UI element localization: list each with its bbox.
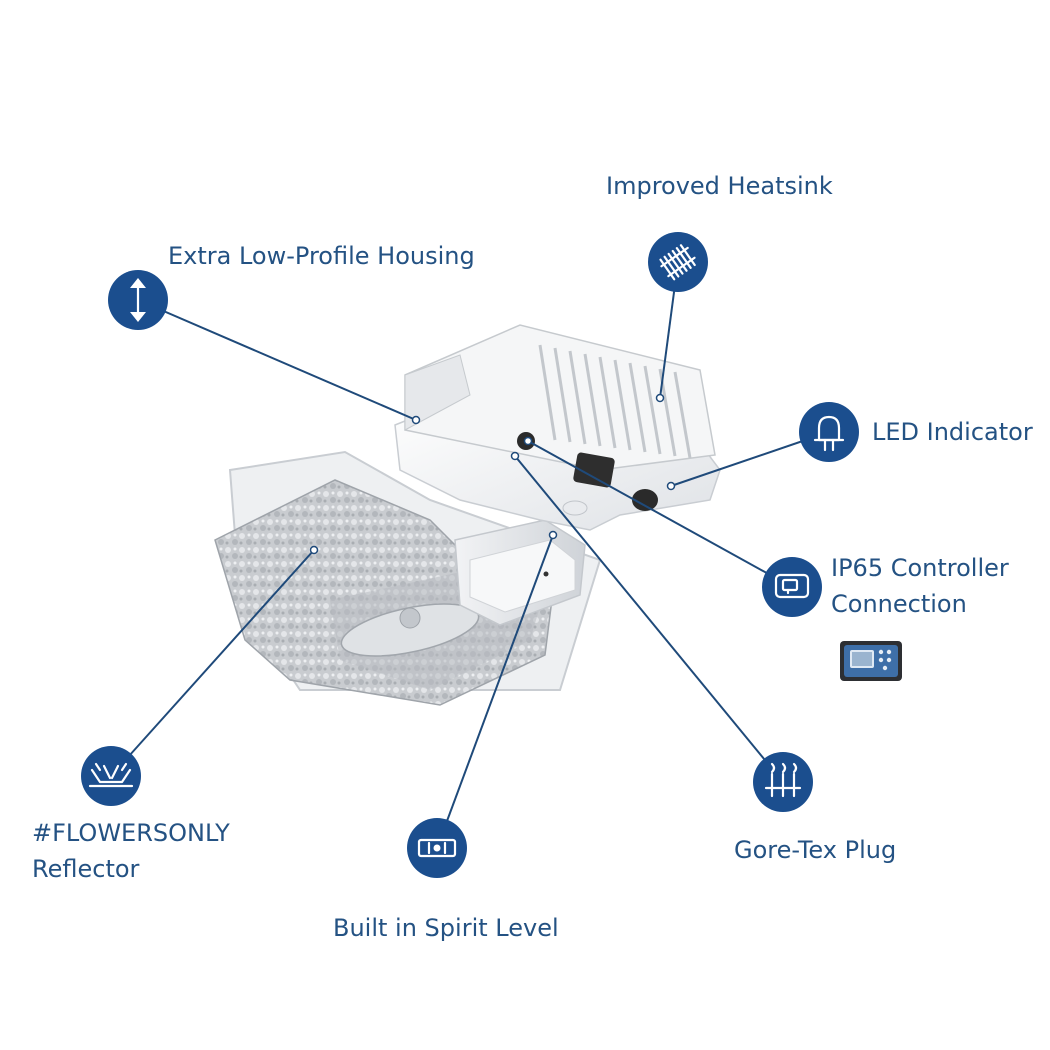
light-fixture-illustration <box>214 324 721 706</box>
reflector-icon <box>81 746 141 806</box>
label-low-profile-housing: Extra Low-Profile Housing <box>168 242 475 270</box>
label-spirit-level: Built in Spirit Level <box>333 914 559 942</box>
controller-port-icon <box>762 557 822 617</box>
label-flowersonly-reflector: #FLOWERSONLY Reflector <box>32 819 230 883</box>
gore-tex-port <box>632 489 658 511</box>
controller-device-image <box>840 641 902 681</box>
label-gore-tex-plug: Gore-Tex Plug <box>734 836 897 864</box>
line-reflector <box>110 549 315 777</box>
spirit-level-icon <box>407 818 467 878</box>
label-improved-heatsink: Improved Heatsink <box>606 172 833 200</box>
line-level <box>436 534 554 849</box>
lamp-bulb <box>340 603 480 657</box>
label-controller-connection: IP65 Controller Connection <box>831 554 1009 618</box>
line-controller <box>527 440 793 588</box>
label-led-indicator: LED Indicator <box>872 418 1033 446</box>
heatsink-icon <box>648 232 708 292</box>
line-goretex <box>514 455 784 783</box>
gore-tex-vent-icon <box>753 752 813 812</box>
up-down-arrow-icon <box>108 270 168 330</box>
led-bulb-icon <box>799 402 859 462</box>
controller-socket <box>573 452 615 488</box>
line-housing <box>137 299 417 421</box>
callout-anchors <box>309 393 676 555</box>
